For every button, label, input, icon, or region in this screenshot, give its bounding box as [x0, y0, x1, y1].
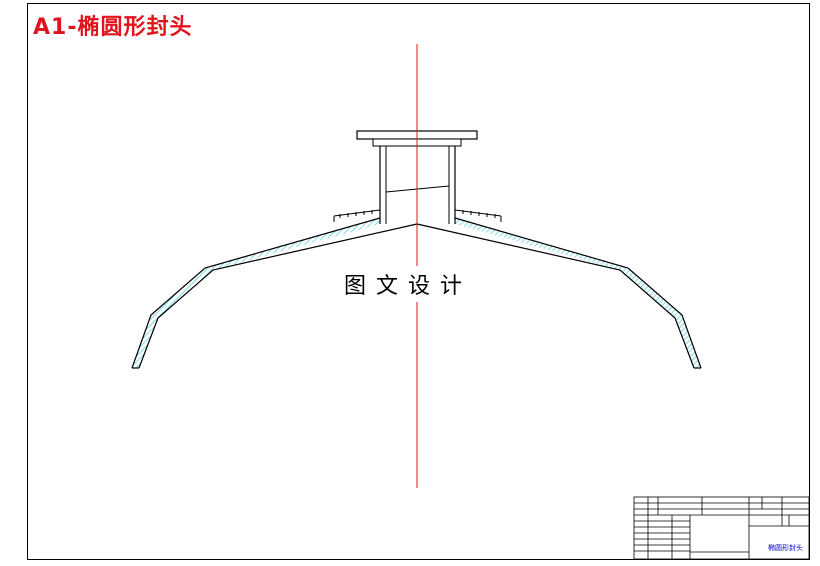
reinforcing-pad-right — [454, 209, 502, 222]
shell-inner-right — [416, 223, 695, 369]
reinforcing-pad-left — [333, 209, 381, 222]
shell-inner-left — [138, 223, 418, 369]
watermark-text: 图文设计 — [338, 266, 479, 302]
shell-outer-right — [454, 217, 702, 369]
shell-outer-left — [131, 217, 381, 369]
shell-hatch-left — [132, 218, 380, 368]
title-block-part-name: 椭圆形封头 — [768, 544, 803, 552]
drawing-frame — [27, 3, 810, 560]
title-block — [633, 496, 810, 560]
shell-hatch-right — [455, 218, 701, 368]
drawing-title: A1-椭圆形封头 — [33, 15, 193, 40]
